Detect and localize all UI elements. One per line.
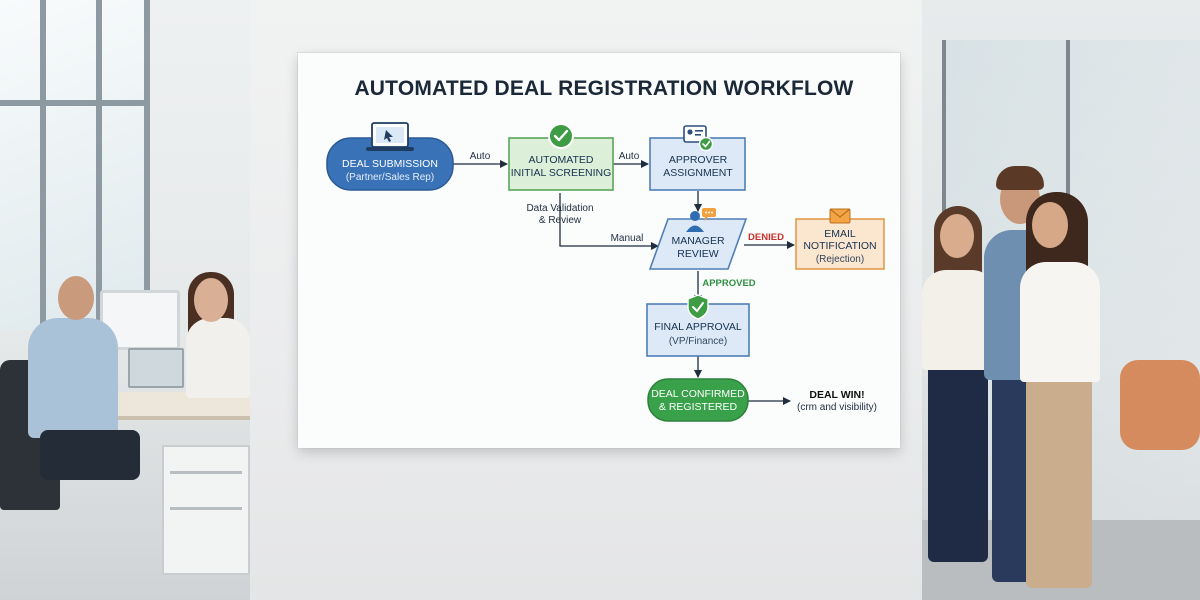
node-deal-submission-sub: (Partner/Sales Rep) — [346, 172, 434, 183]
check-badge-icon — [548, 123, 574, 149]
colleague-woman2-legs — [1026, 378, 1092, 588]
node-assignment-label-2: ASSIGNMENT — [663, 167, 733, 179]
node-email-label-1: EMAIL — [824, 228, 856, 240]
edge-label-review: & Review — [539, 215, 582, 226]
node-manager-review: MANAGER REVIEW — [648, 218, 748, 270]
file-cabinet — [162, 445, 250, 575]
shield-check-icon — [687, 294, 709, 320]
id-card-check-icon — [683, 125, 714, 152]
node-final-label-1: FINAL APPROVAL — [654, 321, 742, 333]
colleague-woman2-head — [1032, 202, 1068, 248]
worker-woman — [186, 318, 250, 398]
lounge-chair — [1120, 360, 1200, 450]
node-manager-label-1: MANAGER — [671, 235, 725, 247]
node-email-notification: EMAIL NOTIFICATION (Rejection) — [795, 218, 885, 270]
edge-screening-review — [559, 193, 659, 250]
colleague-woman2 — [1020, 262, 1100, 382]
node-confirmed-label-1: DEAL CONFIRMED — [651, 388, 745, 400]
edge-label-data-validation: Data Validation — [526, 203, 593, 214]
envelope-icon — [829, 208, 851, 224]
workflow-diagram: AUTOMATED DEAL REGISTRATION WORKFLOW Aut… — [326, 77, 885, 422]
worker-man-legs — [40, 430, 140, 480]
colleague-woman-head — [940, 214, 974, 258]
node-final-label-2: (VP/Finance) — [669, 336, 727, 347]
worker-man-head — [58, 276, 94, 320]
edge-label-auto-2: Auto — [619, 151, 640, 162]
node-confirmed-label-2: & REGISTERED — [659, 401, 738, 413]
edge-label-manual: Manual — [611, 233, 644, 244]
node-deal-confirmed: DEAL CONFIRMED & REGISTERED — [647, 378, 749, 422]
node-email-label-3: (Rejection) — [816, 254, 864, 265]
node-screening-label-2: INITIAL SCREENING — [511, 167, 612, 179]
worker-woman-head — [194, 278, 228, 322]
node-screening-label-1: AUTOMATED — [529, 154, 594, 166]
laptop-icon — [366, 122, 414, 151]
edge-label-approved: APPROVED — [702, 278, 755, 289]
edge-label-denied: DENIED — [748, 232, 784, 243]
node-email-label-2: NOTIFICATION — [803, 240, 876, 252]
deal-win-sub: (crm and visibility) — [797, 402, 877, 413]
manager-chat-icon — [686, 208, 716, 232]
edge-label-auto-1: Auto — [470, 151, 491, 162]
colleague-woman — [922, 270, 996, 370]
node-deal-submission-label: DEAL SUBMISSION — [342, 158, 438, 170]
diagram-title: AUTOMATED DEAL REGISTRATION WORKFLOW — [354, 77, 853, 100]
node-deal-submission: DEAL SUBMISSION (Partner/Sales Rep) — [326, 137, 454, 191]
node-approver-assignment: APPROVER ASSIGNMENT — [649, 137, 746, 191]
office-window — [0, 0, 150, 330]
worker-man — [28, 318, 118, 438]
node-assignment-label-1: APPROVER — [669, 154, 728, 166]
desk-laptop — [128, 348, 184, 388]
deal-win-label: DEAL WIN! — [809, 389, 864, 401]
colleague-woman-legs — [928, 362, 988, 562]
workflow-poster: AUTOMATED DEAL REGISTRATION WORKFLOW Aut… — [298, 53, 900, 448]
node-manager-label-2: REVIEW — [677, 248, 719, 260]
colleague-man-hair — [996, 166, 1044, 190]
